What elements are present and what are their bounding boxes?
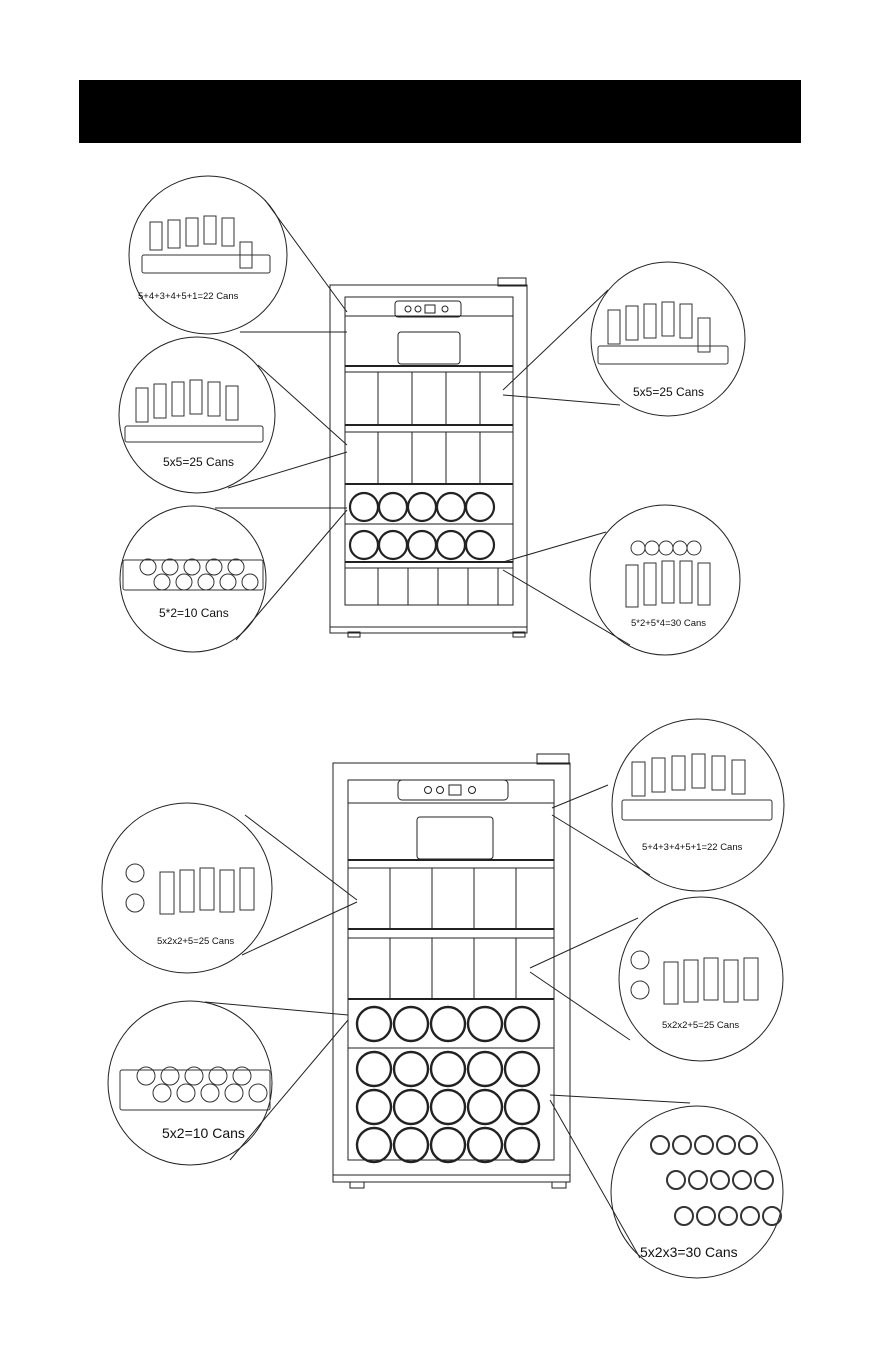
- cans-sketch-9: [120, 1067, 270, 1110]
- cans-sketch-5: [626, 541, 710, 607]
- caption-lower-middle-right: 5x2x2+5=25 Cans: [662, 1020, 739, 1031]
- caption-upper-bottom-left: 5*2=10 Cans: [159, 606, 229, 620]
- cans-sketch-10: [651, 1136, 781, 1225]
- cans-sketch-8: [631, 951, 758, 1004]
- caption-lower-bottom-left: 5x2=10 Cans: [162, 1125, 245, 1141]
- caption-upper-bottom-right: 5*2+5*4=30 Cans: [631, 618, 706, 629]
- cans-sketch-4: [123, 559, 263, 590]
- caption-upper-top-left: 5+4+3+4+5+1=22 Cans: [138, 291, 238, 302]
- caption-lower-bottom-right: 5x2x3=30 Cans: [640, 1244, 738, 1260]
- fridge-upper: [330, 278, 527, 637]
- caption-upper-top-right: 5x5=25 Cans: [633, 385, 704, 399]
- cans-sketch-6: [622, 754, 772, 820]
- cans-sketch-7: [126, 864, 254, 914]
- cans-sketch-1: [142, 216, 270, 273]
- caption-lower-middle-left: 5x2x2+5=25 Cans: [157, 936, 234, 947]
- cans-sketch-2: [598, 302, 728, 364]
- cans-sketch-3: [125, 380, 263, 442]
- fridge-lower: [333, 754, 570, 1188]
- caption-lower-top-right: 5+4+3+4+5+1=22 Cans: [642, 842, 742, 853]
- caption-upper-middle-left: 5x5=25 Cans: [163, 455, 234, 469]
